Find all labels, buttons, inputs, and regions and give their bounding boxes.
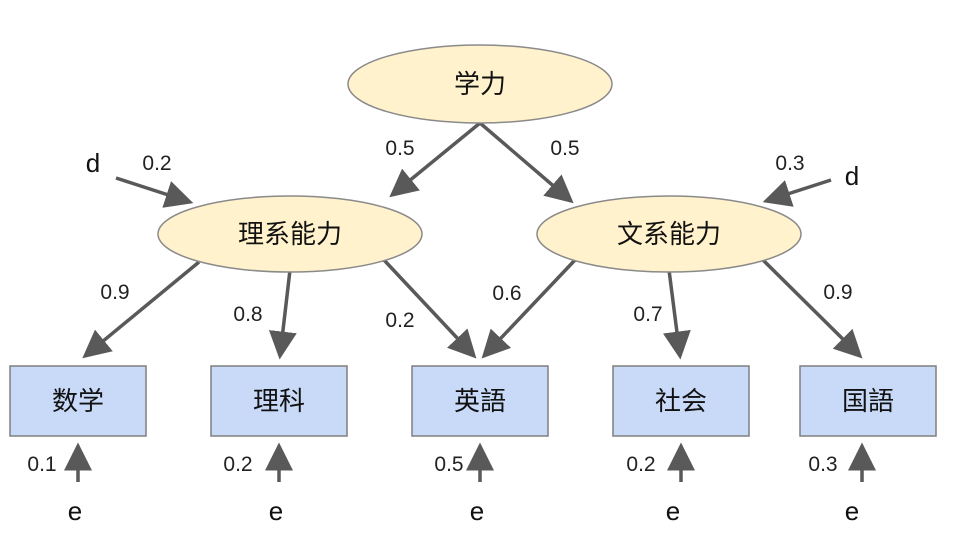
latent-label-rikei: 理系能力 <box>238 220 342 250</box>
edge-bunkei-eigo <box>481 258 577 359</box>
edge-bunkei-shakai <box>663 269 691 360</box>
edge-gakuryoku-rikei <box>389 121 482 198</box>
observed-node-shakai: 社会 <box>612 365 750 437</box>
observed-node-kokugo: 国語 <box>799 365 937 437</box>
disturbance-label-left: d <box>86 148 100 178</box>
latent-label-bunkei: 文系能力 <box>617 220 721 250</box>
disturbance-label-right: d <box>845 161 859 191</box>
edge-rikei-eigo <box>382 258 477 359</box>
error-label-rika: e <box>269 496 283 526</box>
error-label-sugaku: e <box>68 496 82 526</box>
observed-node-eigo: 英語 <box>411 365 549 437</box>
coef-e-kokugo: 0.3 <box>808 453 837 476</box>
latent-node-gakuryoku: 学力 <box>347 44 613 124</box>
coef-e-shakai: 0.2 <box>626 453 655 476</box>
edge-bunkei-kokugo <box>761 258 863 359</box>
coef-rikei-rika: 0.8 <box>233 303 262 326</box>
observed-label-eigo: 英語 <box>454 387 506 417</box>
coef-rikei-eigo: 0.2 <box>385 309 414 332</box>
coef-bunkei-kokugo: 0.9 <box>823 281 852 304</box>
coef-rikei-sugaku: 0.9 <box>100 281 129 304</box>
coef-d-rikei: 0.2 <box>142 152 171 175</box>
observed-label-shakai: 社会 <box>655 387 707 417</box>
coef-gakuryoku-bunkei: 0.5 <box>550 137 579 160</box>
coef-gakuryoku-rikei: 0.5 <box>385 137 414 160</box>
coef-bunkei-eigo: 0.6 <box>492 282 521 305</box>
latent-label-gakuryoku: 学力 <box>454 70 506 100</box>
edge-gakuryoku-bunkei <box>478 121 574 204</box>
observed-label-rika: 理科 <box>253 387 305 417</box>
coef-e-eigo: 0.5 <box>434 453 463 476</box>
observed-node-rika: 理科 <box>210 365 348 437</box>
latent-node-rikei: 理系能力 <box>157 195 423 273</box>
observed-label-kokugo: 国語 <box>842 387 894 417</box>
error-label-shakai: e <box>666 496 680 526</box>
observed-node-sugaku: 数学 <box>9 365 147 437</box>
edge-rikei-sugaku <box>82 260 201 359</box>
edge-d-bunkei <box>762 178 832 207</box>
coef-d-bunkei: 0.3 <box>775 152 804 175</box>
edge-d-rikei <box>115 176 194 208</box>
latent-node-bunkei: 文系能力 <box>536 195 802 273</box>
error-label-eigo: e <box>470 496 484 526</box>
edges <box>64 121 876 482</box>
observed-label-sugaku: 数学 <box>52 387 104 417</box>
edge-rikei-rika <box>268 269 297 360</box>
coef-e-rika: 0.2 <box>223 453 252 476</box>
coef-e-sugaku: 0.1 <box>27 453 56 476</box>
error-label-kokugo: e <box>845 496 859 526</box>
coef-bunkei-shakai: 0.7 <box>633 303 662 326</box>
